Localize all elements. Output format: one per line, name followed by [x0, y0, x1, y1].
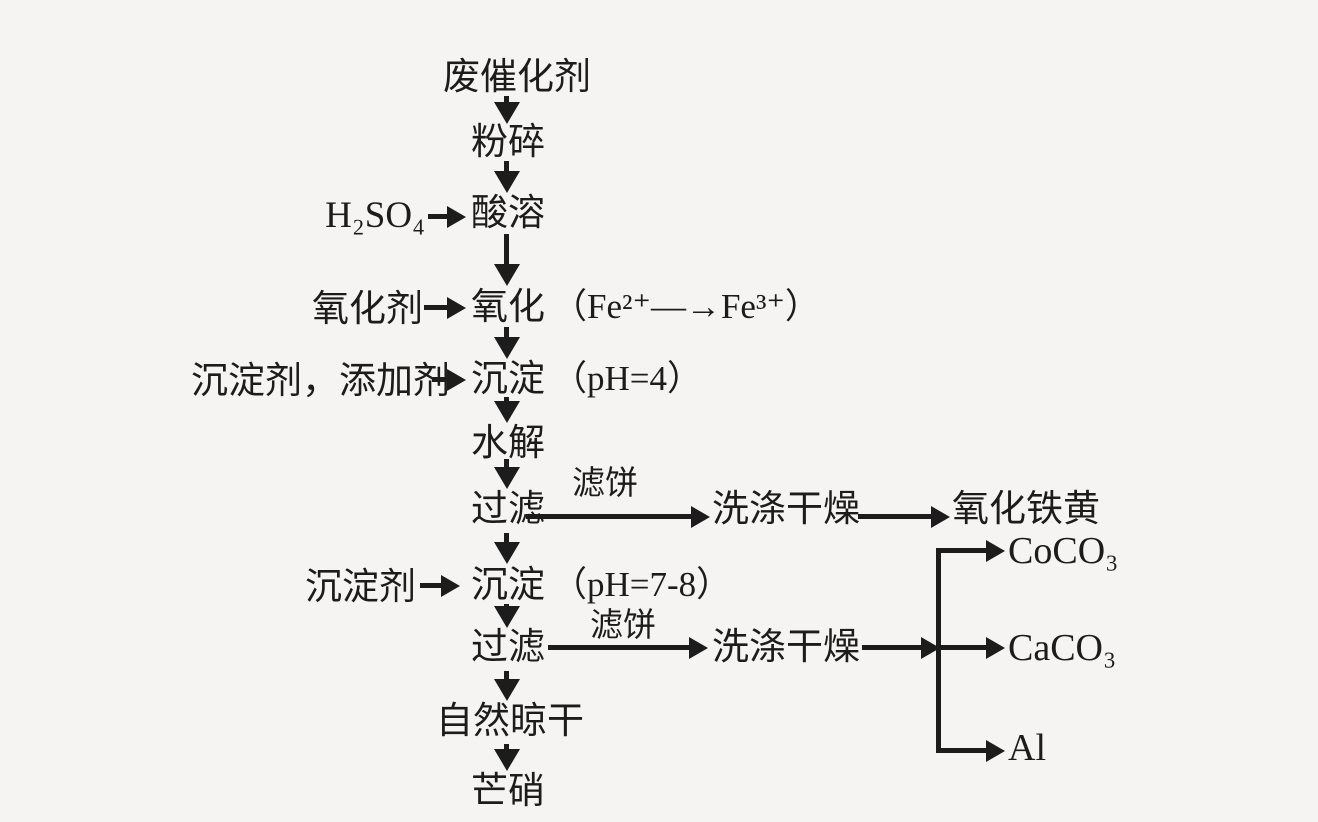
- node-acid-dissolution: 酸溶: [471, 193, 545, 234]
- arrow-oxidant-in: [424, 297, 466, 319]
- arrow-wash1-to-product: [858, 506, 950, 528]
- node-natural-air-dry: 自然晾干: [436, 701, 584, 742]
- arrow-filter2-to-dry: [494, 671, 520, 701]
- node-wash-dry-1: 洗涤干燥: [712, 489, 860, 530]
- input-precipitant-additive: 沉淀剂，添加剂: [191, 361, 450, 402]
- arrow-to-caco3: [941, 637, 1005, 659]
- input-oxidant: 氧化剂: [312, 289, 423, 330]
- node-caco3: CaCO₃: [1008, 627, 1117, 669]
- bracket-line: [936, 548, 941, 753]
- note-ph7-8: （pH=7-8）: [552, 565, 732, 604]
- arrow-crush-to-acid: [494, 161, 520, 193]
- note-ph4: （pH=4）: [552, 359, 703, 398]
- arrow-precip2-to-filter2: [494, 604, 520, 628]
- node-mirabilite: 芒硝: [471, 771, 545, 812]
- arrow-precip1-in: [432, 369, 466, 391]
- arrow-hydrolysis-to-filter1: [494, 459, 520, 489]
- input-precipitant: 沉淀剂: [305, 567, 416, 608]
- arrow-h2so4-in: [428, 206, 466, 228]
- arrow-precip1-to-hydrolysis: [494, 397, 520, 423]
- arrow-to-coco3: [939, 540, 1005, 562]
- edge-label-filter-cake-1: 滤饼: [572, 466, 638, 502]
- arrow-to-al: [939, 740, 1005, 762]
- arrow-acid-to-oxidation: [494, 234, 520, 286]
- arrow-dry-to-mirabilite: [494, 744, 520, 771]
- node-hydrolysis: 水解: [471, 423, 545, 464]
- arrow-wash2-to-bracket: [862, 637, 940, 659]
- node-precipitation-1: 沉淀: [471, 359, 545, 400]
- node-waste-catalyst: 废催化剂: [443, 57, 591, 98]
- input-sulfuric-acid: H₂SO₄: [325, 195, 425, 236]
- node-precipitation-2: 沉淀: [471, 565, 545, 606]
- edge-label-filter-cake-2: 滤饼: [590, 608, 656, 644]
- arrow-oxidation-to-precip1: [494, 327, 520, 359]
- note-oxidation-fe: （Fe²⁺—→Fe³⁺）: [552, 287, 820, 326]
- node-crush: 粉碎: [471, 122, 545, 163]
- arrow-filter1-to-precip2: [494, 533, 520, 564]
- arrow-cake-2: [548, 637, 708, 659]
- node-oxidation: 氧化: [471, 287, 545, 328]
- node-iron-oxide-yellow: 氧化铁黄: [952, 489, 1100, 530]
- node-filtration-2: 过滤: [471, 627, 545, 668]
- node-al: Al: [1008, 727, 1046, 769]
- arrow-waste-to-crush: [494, 96, 520, 124]
- node-coco3: CoCO₃: [1008, 530, 1119, 572]
- arrow-precip2-in: [420, 575, 460, 597]
- arrow-cake-1: [526, 506, 710, 528]
- node-filtration-1: 过滤: [471, 489, 545, 530]
- node-wash-dry-2: 洗涤干燥: [712, 627, 860, 668]
